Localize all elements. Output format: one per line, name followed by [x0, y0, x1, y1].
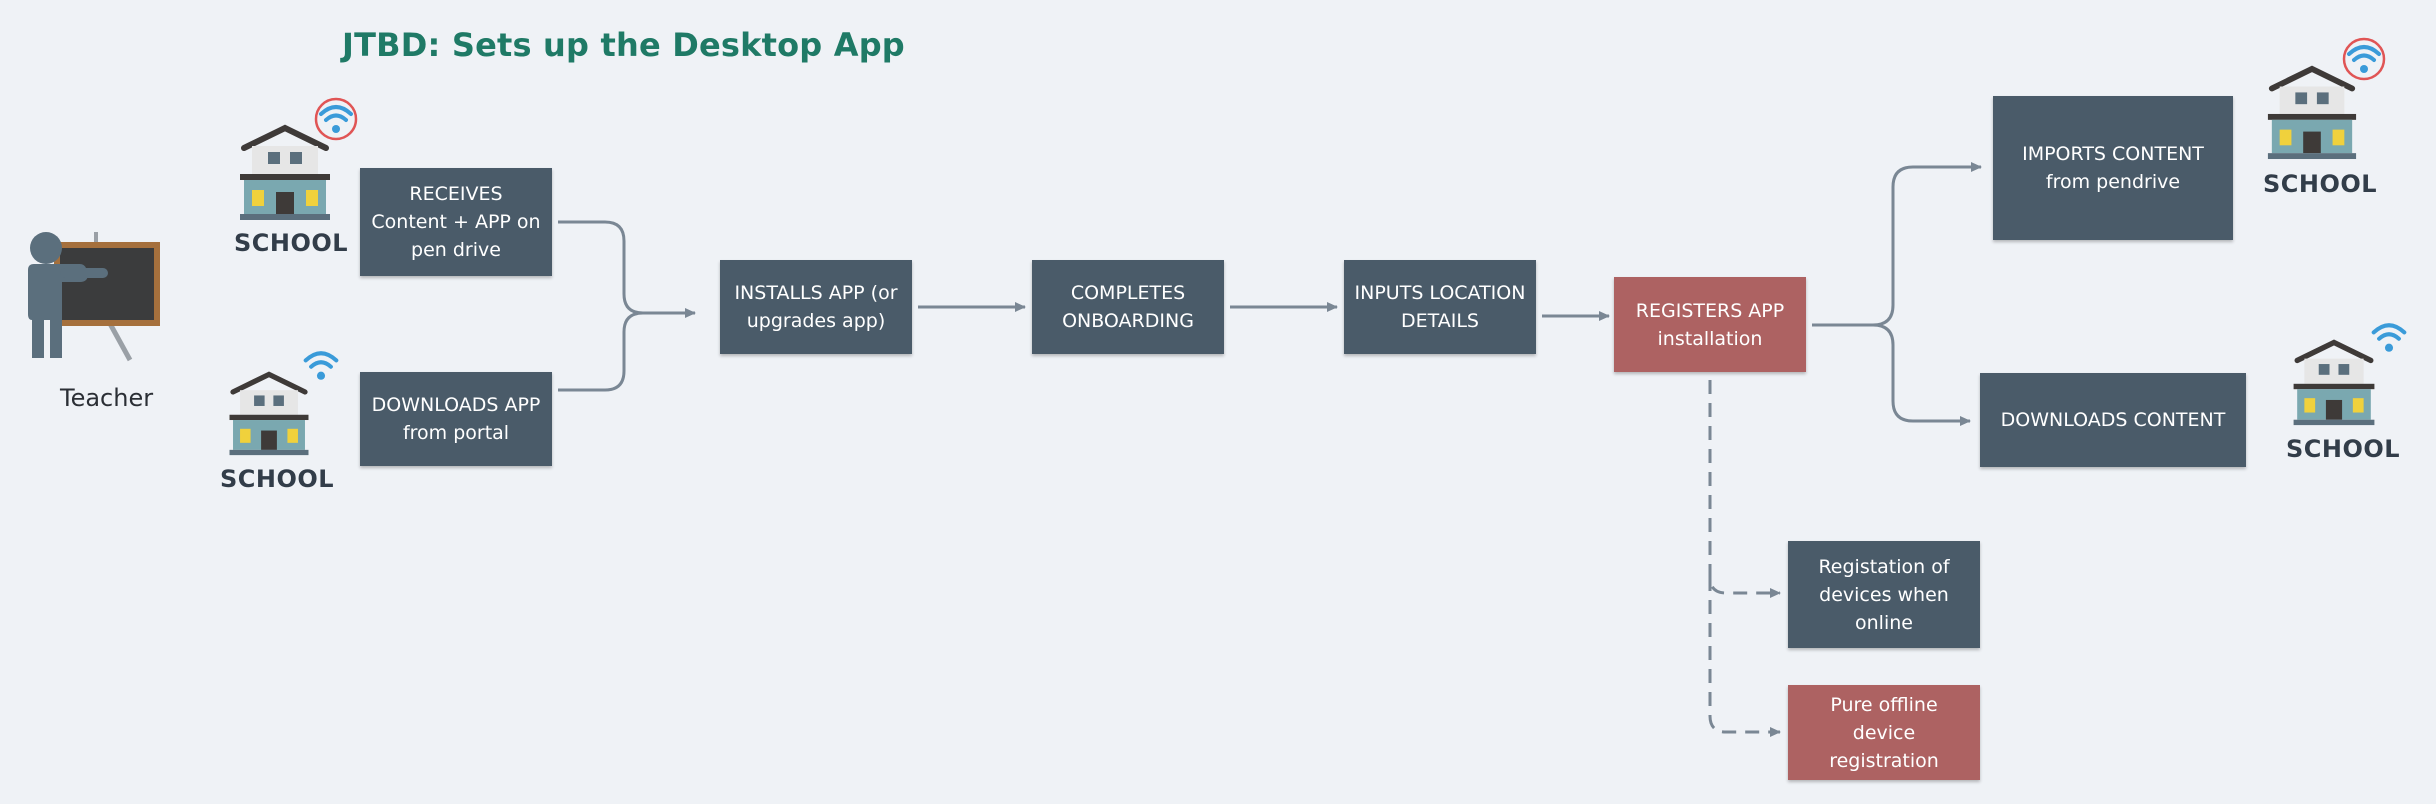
step-label: Registation of devices when online [1818, 555, 1950, 634]
school-icon [2267, 65, 2357, 160]
step-downloads-content: DOWNLOADS CONTENT [1980, 373, 2246, 467]
no-wifi-icon [2342, 37, 2386, 81]
connector-dashed-registers-to-offline [1708, 577, 1781, 737]
connector-registers-to-downloads [1872, 323, 1971, 426]
step-receives-content: RECEIVES Content + APP on pen drive [360, 168, 552, 276]
diagram-title: JTBD: Sets up the Desktop App [342, 26, 905, 64]
school-label: SCHOOL [234, 229, 349, 257]
step-offline-registration: Pure offline device registration [1788, 685, 1980, 780]
step-online-registration: Registation of devices when online [1788, 541, 1980, 648]
step-inputs-location: INPUTS LOCATION DETAILS [1344, 260, 1536, 354]
step-downloads-app: DOWNLOADS APP from portal [360, 372, 552, 466]
step-completes-onboarding: COMPLETES ONBOARDING [1032, 260, 1224, 354]
step-label: DOWNLOADS APP from portal [371, 394, 541, 444]
connector-downloads-to-installs [558, 311, 644, 392]
step-label: INPUTS LOCATION DETAILS [1354, 282, 1526, 332]
connector-dashed-registers-to-online [1708, 380, 1781, 598]
step-label: RECEIVES Content + APP on pen drive [371, 183, 541, 261]
wifi-icon [303, 351, 339, 380]
school-label: SCHOOL [220, 465, 335, 493]
step-label: DOWNLOADS CONTENT [2000, 409, 2226, 431]
step-label: REGISTERS APP installation [1635, 299, 1785, 350]
connector-receives-to-installs [558, 220, 696, 318]
school-icon [240, 124, 330, 220]
step-label: INSTALLS APP (or upgrades app) [734, 282, 898, 332]
no-wifi-icon [314, 97, 358, 141]
school-label: SCHOOL [2286, 435, 2401, 463]
teacher-icon [28, 232, 160, 362]
school-label: SCHOOL [2263, 170, 2378, 198]
connector-registers-to-imports [1812, 162, 1982, 327]
school-icon [2293, 339, 2375, 426]
actor-label: Teacher [60, 384, 154, 412]
step-registers-app: REGISTERS APP installation [1614, 277, 1806, 372]
step-label: IMPORTS CONTENT from pendrive [2022, 143, 2204, 193]
step-imports-content: IMPORTS CONTENT from pendrive [1993, 96, 2233, 240]
wifi-icon [2371, 323, 2407, 352]
school-icon [229, 371, 309, 456]
step-label: Pure offline device registration [1829, 693, 1939, 772]
step-label: COMPLETES ONBOARDING [1062, 282, 1194, 332]
step-installs-app: INSTALLS APP (or upgrades app) [720, 260, 912, 354]
